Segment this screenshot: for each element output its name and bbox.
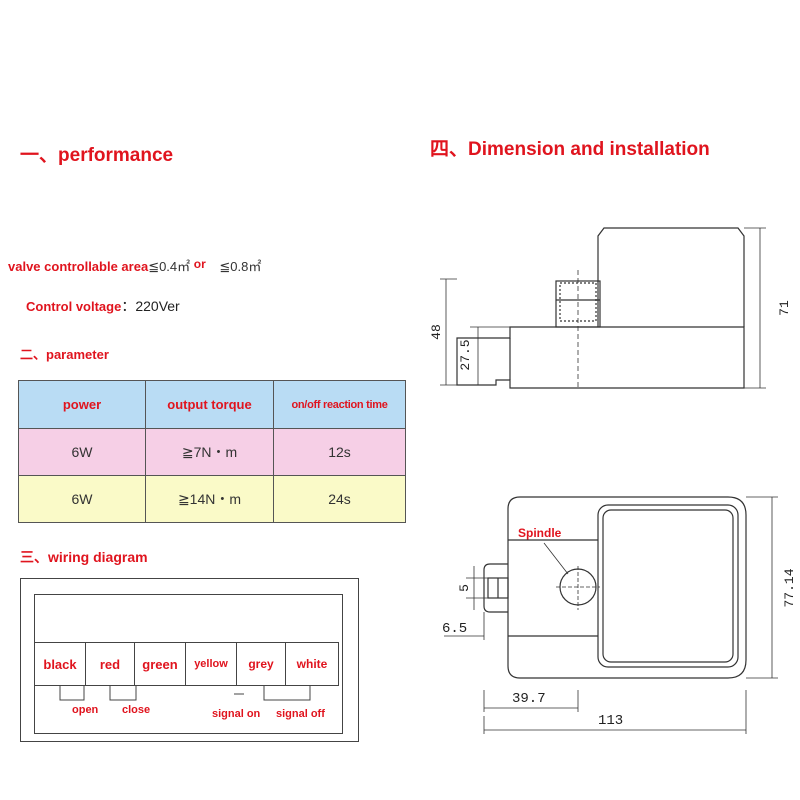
dimension-heading: 四、Dimension and installation: [430, 139, 710, 160]
front-view-drawing: [483, 496, 747, 679]
cell-torque: ≧14N・m: [145, 475, 274, 523]
terminal-row: black red green yellow grey white: [34, 642, 339, 686]
dim-39-7: 39.7: [512, 691, 546, 707]
dim-48: 48: [429, 324, 444, 340]
cell-power: 6W: [18, 475, 146, 523]
label-open: open: [72, 704, 99, 716]
cell-time: 24s: [273, 475, 406, 523]
dim-71: 71: [777, 300, 792, 316]
cell-power: 6W: [18, 428, 146, 476]
dim-6-5: 6.5: [442, 621, 467, 637]
spindle-label: Spindle: [518, 526, 562, 540]
dim-77-14: 77.14: [782, 568, 797, 607]
parameter-table: power output torque on/off reaction time…: [18, 380, 406, 523]
side-view-drawing: [456, 227, 745, 390]
control-voltage-line: Control voltage：220Ver: [26, 298, 180, 314]
table-row: 6W ≧7N・m 12s: [18, 428, 406, 476]
front-view-dimension-lines: [444, 496, 778, 734]
table-row: 6W ≧14N・m 24s: [18, 475, 406, 523]
parameter-heading: 二、parameter: [20, 347, 109, 362]
wiring-outer-frame: [20, 578, 359, 742]
label-signal-off: signal off: [276, 708, 325, 720]
table-header-row: power output torque on/off reaction time: [18, 380, 406, 429]
wiring-heading: 三、wiring diagram: [20, 549, 148, 565]
header-output-torque: output torque: [145, 380, 274, 429]
valve-area-line: valve controllable area≦0.4㎡ or ≦0.8㎡: [8, 257, 262, 274]
header-reaction-time: on/off reaction time: [273, 380, 406, 429]
cell-time: 12s: [273, 428, 406, 476]
wiring-connection-lines: [59, 686, 311, 701]
dim-5: 5: [457, 584, 472, 592]
label-close: close: [122, 704, 151, 716]
header-power: power: [18, 380, 146, 429]
dim-113: 113: [598, 713, 623, 729]
terminal-white: white: [285, 642, 339, 686]
side-view-dimension-lines: [440, 227, 766, 389]
performance-heading: 一、performance: [20, 145, 174, 166]
dim-27-5: 27.5: [458, 339, 473, 370]
label-signal-on: signal on: [212, 708, 261, 720]
cell-torque: ≧7N・m: [145, 428, 274, 476]
